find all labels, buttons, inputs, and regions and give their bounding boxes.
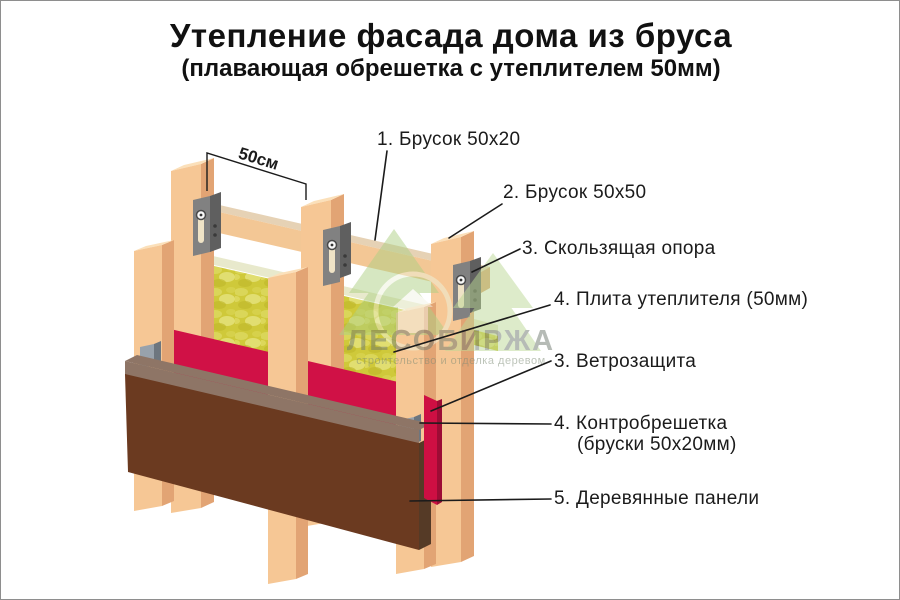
callout-label-6: 4. Контробрешетка (бруски 50x20мм) (554, 413, 737, 455)
callout-line-7 (409, 498, 552, 502)
callout-line-3 (471, 248, 521, 273)
watermark-brand: ЛЕСОБИРЖА (347, 325, 555, 357)
callout-line-4 (393, 304, 551, 353)
sliding-bracket-left (193, 192, 221, 256)
page-title: Утепление фасада дома из бруса (169, 17, 733, 54)
callout-label-2: 2. Брусок 50x50 (503, 182, 647, 203)
callout-label-6-line1: 4. Контробрешетка (554, 413, 728, 434)
wood-panel (125, 355, 431, 550)
callout-line-6 (419, 422, 552, 425)
callout-line-1 (374, 150, 388, 241)
callout-label-5: 3. Ветрозащита (554, 351, 697, 372)
callout-line-2 (448, 203, 503, 239)
callout-label-1: 1. Брусок 50x20 (377, 129, 521, 150)
page-subtitle: (плавающая обрешетка с утеплителем 50мм) (181, 55, 721, 82)
callout-label-4: 4. Плита утеплителя (50мм) (554, 289, 809, 310)
dimension-50cm (206, 152, 307, 200)
callout-label-3: 3. Скользящая опора (522, 238, 716, 259)
callout-label-7: 5. Деревянные панели (554, 488, 760, 509)
sliding-bracket-middle (323, 222, 351, 286)
callout-label-6-line2: (бруски 50x20мм) (577, 434, 737, 455)
watermark: ЛЕСОБИРЖА строительство и отделка дерево… (339, 229, 555, 367)
windbreak-strip-right (424, 395, 442, 505)
callout-lines (374, 150, 552, 502)
callout-line-5 (430, 360, 552, 412)
house-logo-icon (373, 271, 453, 351)
watermark-tagline: строительство и отделка деревом (356, 355, 545, 367)
